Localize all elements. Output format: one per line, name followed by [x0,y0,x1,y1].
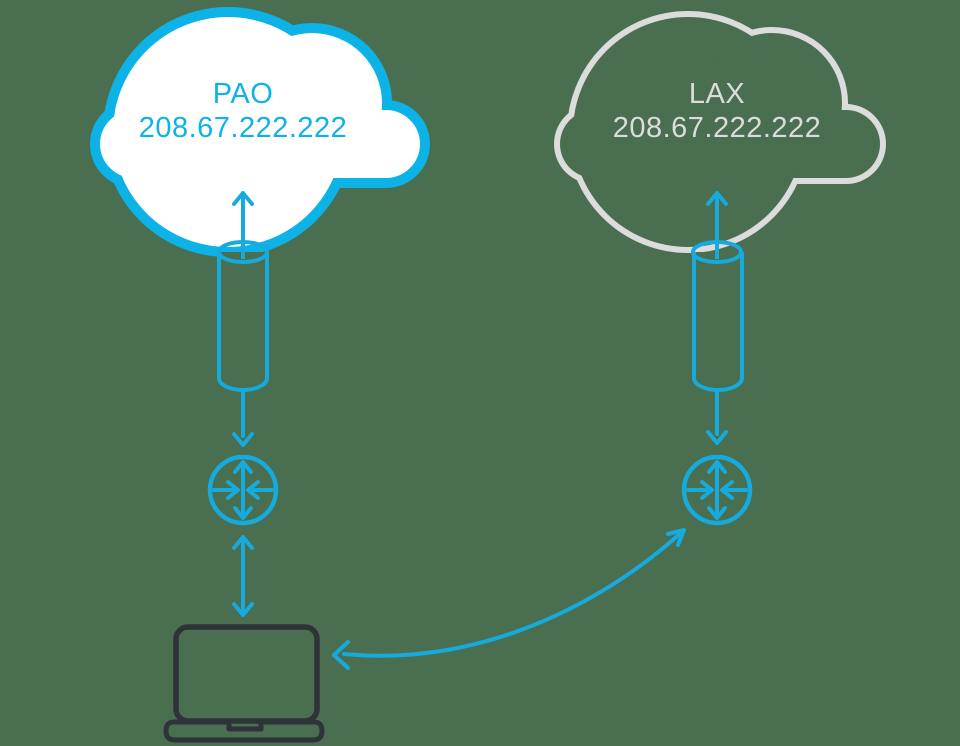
router-icon-left [207,454,279,526]
cloud-icon-lax: LAX 208.67.222.222 [554,11,886,253]
tunnel-icon-left [217,240,269,392]
lax-cloud-body [560,17,880,247]
lax-cloud-label: LAX [689,78,745,110]
arrow-tunnel-router-right [706,389,728,445]
cloud-icon-pao: PAO 208.67.222.222 [90,7,430,257]
pao-cloud-label: PAO [213,78,274,110]
lax-cloud-ip: 208.67.222.222 [613,112,822,144]
arrow-tunnel-router-left [232,389,254,447]
pao-cloud-ip: 208.67.222.222 [139,112,348,144]
pao-cloud-body [100,17,420,247]
laptop-icon [163,624,325,743]
router-icon-right [681,454,753,526]
laptop-base [163,719,325,743]
laptop-screen [173,624,320,724]
arrow-router-laptop [232,535,254,617]
curved-arrow-router-laptop [332,528,686,670]
tunnel-icon-right [691,240,744,392]
